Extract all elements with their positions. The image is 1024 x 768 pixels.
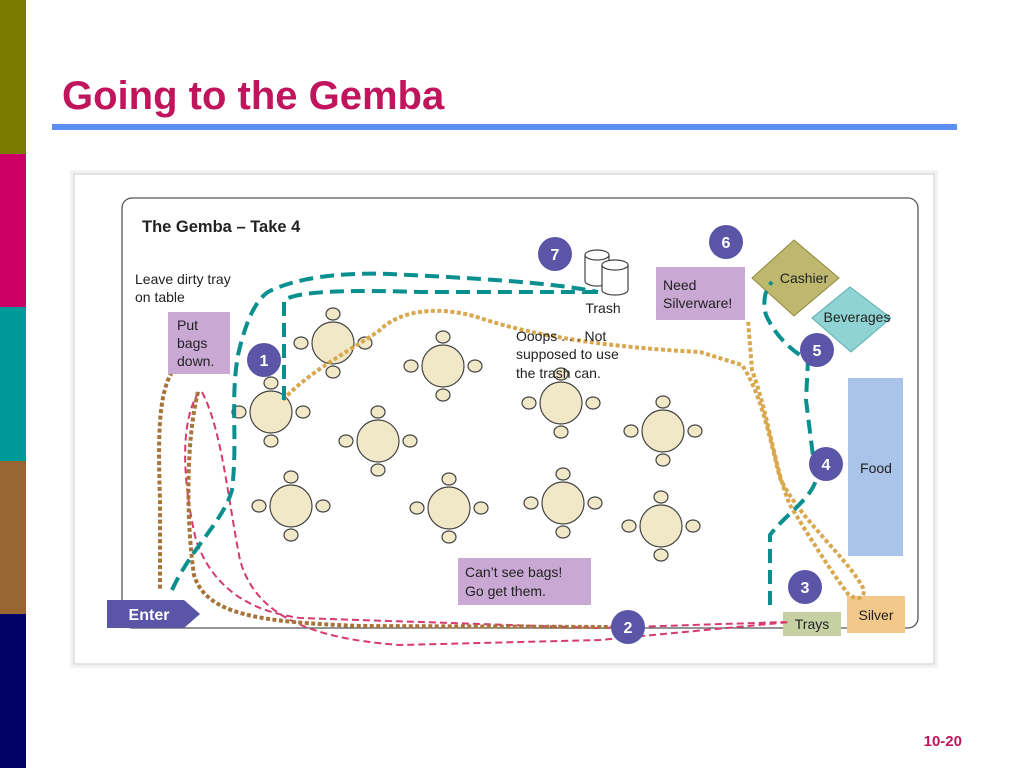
step-badge-4: 4	[809, 447, 843, 481]
step-badge-1: 1	[247, 343, 281, 377]
step-number: 4	[822, 457, 831, 474]
step-number: 1	[260, 353, 269, 370]
step-number: 5	[813, 343, 822, 360]
beverages-label: Beverages	[824, 309, 891, 325]
note-need-silverware-line-1: Need	[663, 277, 696, 293]
table	[521, 367, 601, 439]
step-badge-5: 5	[800, 333, 834, 367]
note-ooops-line-1: Ooops . . . Not	[516, 328, 606, 344]
walking-paths	[157, 271, 867, 647]
table	[403, 330, 483, 402]
trash-label: Trash	[585, 300, 620, 316]
dining-tables	[231, 307, 703, 562]
step-badges: 1 2 3 4 5 6 7	[247, 225, 843, 644]
note-leave-tray-line-2: on table	[135, 289, 185, 305]
step-badge-2: 2	[611, 610, 645, 644]
food-station: Food	[848, 378, 903, 556]
food-label: Food	[860, 460, 892, 476]
note-put-bags-line-3: down.	[177, 353, 214, 369]
step-badge-3: 3	[788, 570, 822, 604]
sidebar-stripe-olive	[0, 0, 26, 154]
sidebar-stripe-teal	[0, 307, 26, 461]
table	[251, 470, 331, 542]
enter-label: Enter	[129, 607, 170, 624]
silver-label: Silver	[858, 607, 893, 623]
gold-path	[281, 308, 867, 601]
note-ooops: Ooops . . . Not supposed to use the tras…	[516, 328, 619, 381]
slide-title: Going to the Gemba	[62, 74, 445, 118]
note-ooops-line-3: the trash can.	[516, 365, 601, 381]
step-badge-6: 6	[709, 225, 743, 259]
step-number: 3	[801, 580, 810, 597]
note-put-bags-line-1: Put	[177, 317, 198, 333]
diagram-heading: The Gemba – Take 4	[142, 218, 301, 236]
table	[409, 472, 489, 544]
enter-arrow: Enter	[107, 600, 200, 628]
note-cant-see-bags: Can’t see bags! Go get them.	[458, 558, 591, 605]
trash-can-icon	[584, 249, 629, 296]
step-number: 6	[722, 235, 731, 252]
trays-label: Trays	[795, 616, 829, 632]
trays-station: Trays	[783, 612, 841, 636]
note-need-silverware: Need Silverware!	[656, 267, 745, 320]
sidebar-stripe-navy	[0, 614, 26, 768]
beverages-station: Beverages	[811, 286, 892, 353]
step-number: 2	[624, 620, 633, 637]
step-badge-7: 7	[538, 237, 572, 271]
note-leave-tray: Leave dirty tray on table	[135, 271, 231, 305]
note-put-bags-line-2: bags	[177, 335, 207, 351]
table	[621, 490, 701, 562]
step-number: 7	[551, 247, 560, 264]
sidebar-stripe-brown	[0, 461, 26, 614]
note-need-silverware-line-2: Silverware!	[663, 295, 732, 311]
teal-path	[170, 271, 819, 605]
table	[293, 307, 373, 379]
table	[338, 405, 418, 477]
note-cant-see-line-2: Go get them.	[465, 583, 546, 599]
table	[523, 467, 603, 539]
note-put-bags: Put bags down.	[168, 312, 230, 374]
brown-path	[157, 370, 613, 629]
silver-station: Silver	[847, 596, 905, 633]
sidebar-stripe-magenta	[0, 154, 26, 307]
pink-path	[184, 391, 791, 647]
note-leave-tray-line-1: Leave dirty tray	[135, 271, 231, 287]
cashier-station: Cashier	[751, 239, 840, 317]
title-underline	[52, 124, 957, 130]
note-cant-see-line-1: Can’t see bags!	[465, 564, 562, 580]
cashier-label: Cashier	[780, 270, 829, 286]
table	[623, 395, 703, 467]
note-ooops-line-2: supposed to use	[516, 346, 619, 362]
slide-number: 10-20	[923, 733, 962, 750]
